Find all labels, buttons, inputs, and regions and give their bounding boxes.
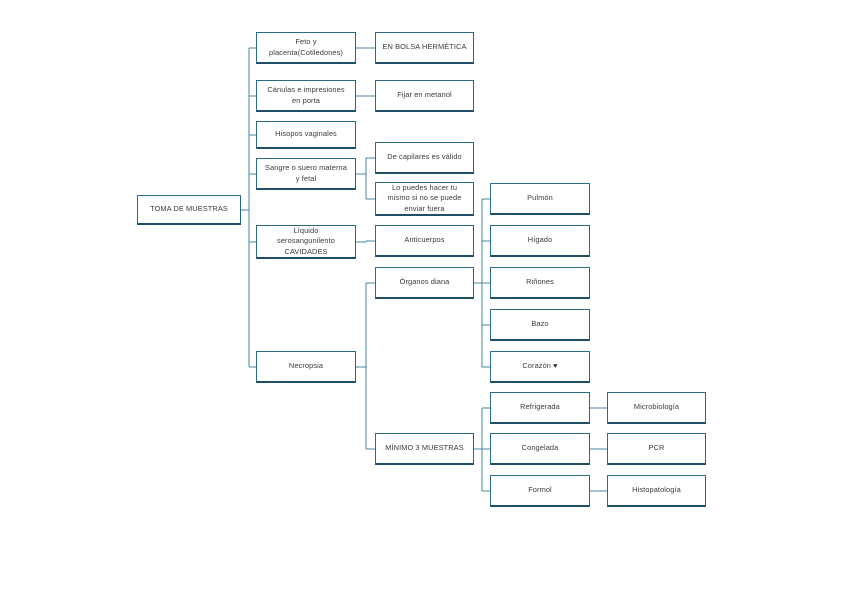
node-label-bazo: Bazo xyxy=(531,319,549,329)
node-feto[interactable]: Feto y placenta(Cotiledones) xyxy=(256,32,356,64)
node-metanol[interactable]: Fijar en metanol xyxy=(375,80,474,112)
node-liquido[interactable]: Líquido serosangunilento CAVIDADES xyxy=(256,225,356,259)
node-rinones[interactable]: Riñones xyxy=(490,267,590,299)
node-higado[interactable]: Hígado xyxy=(490,225,590,257)
node-label-corazon: Corazón ♥ xyxy=(522,361,558,371)
node-label-canulas: Cánulas e impresiones en porta xyxy=(267,85,345,105)
node-organos[interactable]: Órganos diana xyxy=(375,267,474,299)
node-label-refrigerada: Refrigerada xyxy=(520,402,560,412)
node-label-sangre: Sangre o suero materna y fetal xyxy=(265,163,347,183)
node-label-formol: Formol xyxy=(528,485,552,495)
node-label-microbiologia: Microbiología xyxy=(633,402,680,412)
node-label-feto: Feto y placenta(Cotiledones) xyxy=(269,37,343,57)
node-label-higado: Hígado xyxy=(527,235,553,245)
node-label-anticuerpos: Anticuerpos xyxy=(404,235,445,245)
node-label-metanol: Fijar en metanol xyxy=(397,90,452,100)
node-canulas[interactable]: Cánulas e impresiones en porta xyxy=(256,80,356,112)
node-label-bolsa: EN BOLSA HERMÉTICA xyxy=(382,42,467,52)
node-label-capilares: De capilares es válido xyxy=(387,152,462,162)
node-minimo[interactable]: MÍNIMO 3 MUESTRAS xyxy=(375,433,474,465)
node-label-congelada: Congelada xyxy=(521,443,559,453)
node-refrigerada[interactable]: Refrigerada xyxy=(490,392,590,424)
node-label-necropsia: Necropsia xyxy=(288,361,324,371)
node-label-root: TOMA DE MUESTRAS xyxy=(150,204,228,214)
node-hisopos[interactable]: Hisopos vaginales xyxy=(256,121,356,149)
node-microbiologia[interactable]: Microbiología xyxy=(607,392,706,424)
node-necropsia[interactable]: Necropsia xyxy=(256,351,356,383)
node-formol[interactable]: Formol xyxy=(490,475,590,507)
node-enviar[interactable]: Lo puedes hacer tu mismo si no se puede … xyxy=(375,182,474,216)
node-label-pcr: PCR xyxy=(648,443,665,453)
node-bolsa[interactable]: EN BOLSA HERMÉTICA xyxy=(375,32,474,64)
node-label-enviar: Lo puedes hacer tu mismo si no se puede … xyxy=(387,183,462,213)
node-label-rinones: Riñones xyxy=(526,277,554,287)
node-sangre[interactable]: Sangre o suero materna y fetal xyxy=(256,158,356,190)
node-label-histopatologia: Histopatología xyxy=(632,485,681,495)
node-label-minimo: MÍNIMO 3 MUESTRAS xyxy=(385,443,464,453)
node-label-liquido: Líquido serosangunilento CAVIDADES xyxy=(277,226,335,256)
node-pulmon[interactable]: Pulmón xyxy=(490,183,590,215)
node-label-pulmon: Pulmón xyxy=(527,193,553,203)
node-label-hisopos: Hisopos vaginales xyxy=(275,129,337,139)
node-histopatologia[interactable]: Histopatología xyxy=(607,475,706,507)
node-bazo[interactable]: Bazo xyxy=(490,309,590,341)
node-capilares[interactable]: De capilares es válido xyxy=(375,142,474,174)
node-corazon[interactable]: Corazón ♥ xyxy=(490,351,590,383)
node-anticuerpos[interactable]: Anticuerpos xyxy=(375,225,474,257)
node-label-organos: Órganos diana xyxy=(399,277,450,287)
node-pcr[interactable]: PCR xyxy=(607,433,706,465)
node-congelada[interactable]: Congelada xyxy=(490,433,590,465)
node-root[interactable]: TOMA DE MUESTRAS xyxy=(137,195,241,225)
